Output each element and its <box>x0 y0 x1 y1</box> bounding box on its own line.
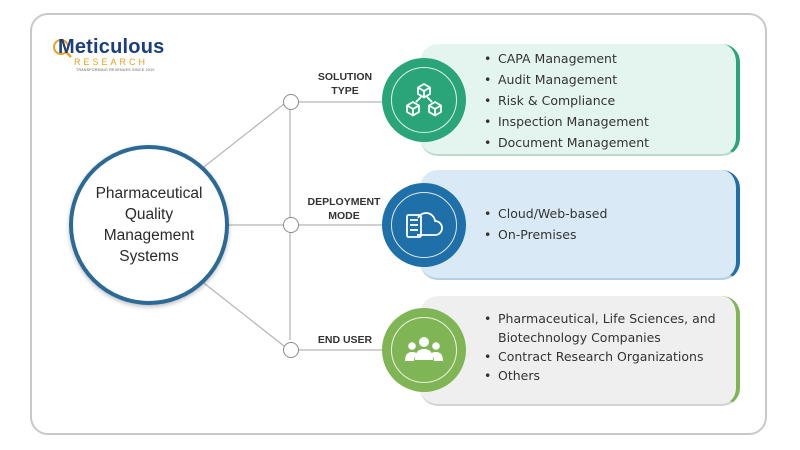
list-item: Pharmaceutical, Life Sciences, and Biote… <box>484 309 724 347</box>
branch-node-enduser <box>283 342 299 358</box>
branch-node-solution <box>283 94 299 110</box>
blocks-network-icon <box>406 83 442 117</box>
user-group-icon <box>405 337 443 361</box>
list-item: On-Premises <box>484 224 607 245</box>
panel-end-user: Pharmaceutical, Life Sciences, and Biote… <box>420 296 740 406</box>
solution-type-list: CAPA Management Audit Management Risk & … <box>484 48 649 153</box>
branch-label-solution: SOLUTION TYPE <box>317 71 373 97</box>
list-item: Audit Management <box>484 69 649 90</box>
magnifier-logo-icon <box>53 39 72 58</box>
list-item: Inspection Management <box>484 111 649 132</box>
logo-name: Meticulous <box>58 36 165 58</box>
list-item: Risk & Compliance <box>484 90 649 111</box>
cloud-server-icon <box>406 212 443 238</box>
central-topic: Pharmaceutical Quality Management System… <box>69 145 229 305</box>
end-user-list: Pharmaceutical, Life Sciences, and Biote… <box>484 309 724 385</box>
solution-type-icon-badge <box>382 58 466 142</box>
list-item: Cloud/Web-based <box>484 203 607 224</box>
panel-solution-type: CAPA Management Audit Management Risk & … <box>420 44 740 156</box>
logo-tagline: TRANSFORMING REVENUES SINCE 2010 <box>76 68 155 72</box>
list-item: CAPA Management <box>484 48 649 69</box>
branch-label-enduser: END USER <box>317 334 373 346</box>
end-user-icon-badge <box>382 308 466 392</box>
list-item: Document Management <box>484 132 649 153</box>
branch-label-deployment: DEPLOYMENT MODE <box>307 196 381 222</box>
list-item: Others <box>484 366 724 385</box>
central-title: Pharmaceutical Quality Management System… <box>95 185 203 265</box>
logo-sub: RESEARCH <box>74 57 149 67</box>
company-logo: Meticulous RESEARCH TRANSFORMING REVENUE… <box>52 36 172 76</box>
panel-deployment-mode: Cloud/Web-based On-Premises <box>420 170 740 280</box>
deployment-mode-icon-badge <box>382 183 466 267</box>
branch-node-deployment <box>283 217 299 233</box>
deployment-mode-list: Cloud/Web-based On-Premises <box>484 203 607 245</box>
list-item: Contract Research Organizations <box>484 347 724 366</box>
